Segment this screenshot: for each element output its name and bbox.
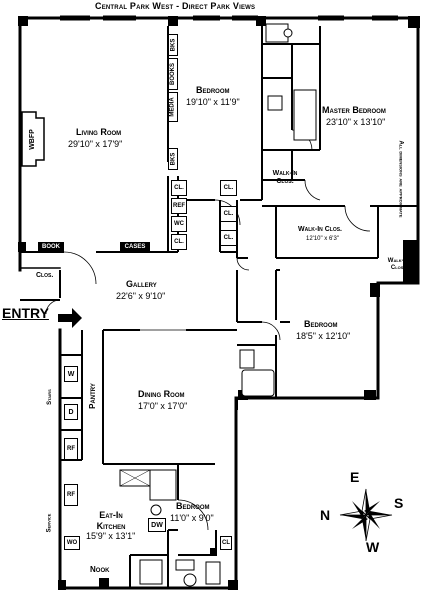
rf-label-1: RF <box>64 438 78 460</box>
exterior-walls <box>18 16 420 590</box>
cl-4: CL. <box>220 206 237 222</box>
master-bedroom-dims: 23'10" x 13'10" <box>326 117 386 127</box>
fixtures <box>119 23 317 587</box>
rf-label-2: RF <box>64 484 78 506</box>
entry-arrow <box>58 308 82 328</box>
ref-label: REF <box>171 198 187 214</box>
walkin-b-label: Walk-In Clos. <box>387 258 409 272</box>
compass-n: N <box>320 507 331 523</box>
books-text: BOOKS <box>170 62 177 86</box>
compass-rose <box>339 488 393 542</box>
service-label: Service <box>46 513 53 533</box>
cl-3: CL. <box>220 180 237 196</box>
header-title: Central Park West - Direct Park Views <box>95 1 256 11</box>
bedroom-mid-name: Bedroom <box>304 319 338 329</box>
gallery-dims: 22'6" x 9'10" <box>116 291 166 301</box>
bedroom-low-name: Bedroom <box>176 501 210 511</box>
bedroom-mid-dims: 18'5" x 12'10" <box>296 331 351 341</box>
windows-top <box>60 15 398 21</box>
bks-label-mid: BKS <box>168 148 178 170</box>
walkin-mid-dims: 12'10" x 6'3" <box>306 236 339 242</box>
compass-e: E <box>350 469 360 485</box>
living-room-dims: 29'10" x 17'9" <box>68 139 123 149</box>
gallery-name: Gallery <box>126 279 157 289</box>
wbfp-label: WBFP <box>28 129 36 150</box>
kitchen-name: Eat-In Kitchen <box>96 510 126 531</box>
nook-label: Nook <box>90 565 110 574</box>
bks-text: BKS <box>170 152 177 166</box>
d-label: D <box>64 404 78 420</box>
dining-room-name: Dining Room <box>138 389 185 399</box>
doors <box>45 129 371 531</box>
dining-room-dims: 17'0" x 17'0" <box>138 401 188 411</box>
interior-walls <box>20 26 418 588</box>
living-room-name: Living Room <box>76 127 122 137</box>
sink-icon <box>283 28 293 38</box>
media-text: MEDIA <box>170 97 176 117</box>
bedroom-top-name: Bedroom <box>196 85 230 95</box>
books-label: BOOKS <box>168 58 178 90</box>
cl-5: CL. <box>220 230 237 246</box>
cl-low-label: CL <box>220 536 232 550</box>
pantry-label: Pantry <box>87 383 97 409</box>
bedroom-low-dims: 11'0" x 9'0" <box>170 513 214 523</box>
cl-1: CL. <box>171 180 187 196</box>
compass-s: S <box>394 495 404 511</box>
cases-label: CASES <box>120 242 150 252</box>
dimensions-note: All dimensions are approximate <box>397 140 404 218</box>
wc-label: WC <box>171 216 187 232</box>
stairs-label: Stairs <box>46 389 53 405</box>
entry-label: ENTRY <box>2 305 49 321</box>
column-blocks <box>18 16 420 590</box>
fireplace <box>21 111 45 167</box>
dw-label: DW <box>148 518 166 532</box>
media-label: MEDIA <box>168 92 178 122</box>
cl-2: CL. <box>171 234 187 250</box>
compass-w: W <box>366 539 380 555</box>
bks-label-top: BKS <box>168 34 178 56</box>
walkin-mid-name: Walk-In Clos. <box>298 226 342 233</box>
book-label: BOOK <box>38 242 64 252</box>
clos-label: Clos. <box>36 272 54 279</box>
w-label: W <box>64 366 78 382</box>
wo-label: WO <box>64 536 80 550</box>
walkin-a-label: Walk-In Clos. <box>272 170 298 186</box>
master-bedroom-name: Master Bedroom <box>322 105 386 115</box>
kitchen-dims: 15'9" x 13'1" <box>86 531 136 541</box>
bedroom-top-dims: 19'10" x 11'9" <box>186 97 240 107</box>
